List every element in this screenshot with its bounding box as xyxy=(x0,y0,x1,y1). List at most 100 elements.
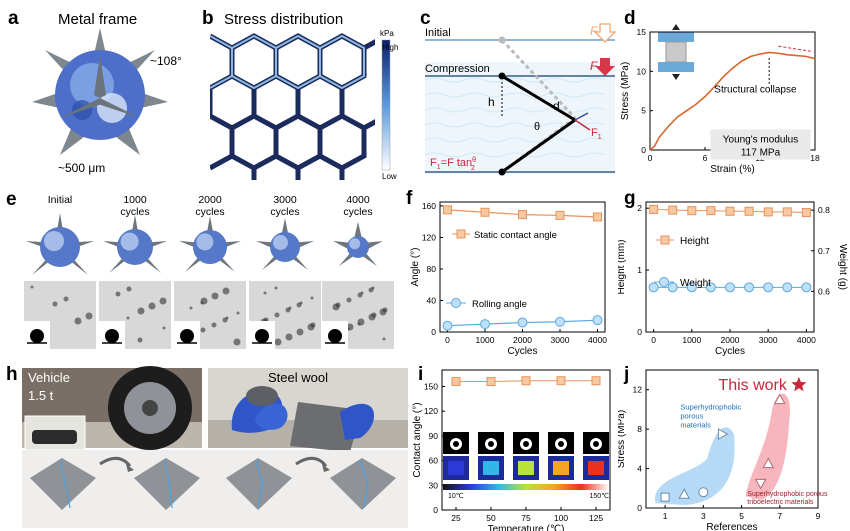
frame-highlight xyxy=(273,235,288,250)
y-tick-label: 15 xyxy=(637,27,647,37)
point-porous xyxy=(660,492,670,502)
x-tick-label: 6 xyxy=(703,153,708,163)
label-line: Superhydrophobic xyxy=(680,402,741,411)
strut-lower xyxy=(501,118,576,174)
defect xyxy=(162,326,166,330)
defect xyxy=(357,322,361,326)
water-droplet xyxy=(255,329,269,343)
data-point xyxy=(555,316,565,327)
y-tick-label: 5 xyxy=(641,106,646,116)
x-tick-label: 4000 xyxy=(797,335,816,345)
region-triboelectric xyxy=(745,393,790,501)
scale-high: 150℃ xyxy=(589,493,609,500)
height-point xyxy=(725,206,735,216)
panel-c-label: c xyxy=(420,8,431,29)
modulus-value: 117 MPa xyxy=(741,148,781,159)
region-porous xyxy=(655,427,735,506)
defect xyxy=(233,338,241,346)
stage-label: 2000 xyxy=(198,194,222,206)
stage-label: Initial xyxy=(48,194,73,206)
defect xyxy=(148,302,156,310)
x-tick-label: 50 xyxy=(486,513,496,523)
frame-render-4 xyxy=(333,222,383,266)
point-porous xyxy=(698,487,709,498)
height-point xyxy=(687,206,697,216)
x-tick-label: 0 xyxy=(651,335,656,345)
defect xyxy=(263,291,267,295)
height-point xyxy=(801,208,811,218)
x-tick-label: 1000 xyxy=(476,335,495,345)
plot-frame xyxy=(645,201,815,333)
steel-wool-label: Steel wool xyxy=(268,370,328,385)
panel-j-label: j xyxy=(623,364,629,385)
panel-f-label: f xyxy=(406,188,413,209)
thermal-colorbar xyxy=(443,484,609,490)
angle-label: ~108° xyxy=(150,54,182,68)
stage-label: 1000 xyxy=(123,194,147,206)
y-tick-label: 10 xyxy=(637,66,647,76)
defect xyxy=(310,296,314,300)
water-droplet xyxy=(180,329,194,343)
x-axis-label: Temperature (℃) xyxy=(488,524,565,531)
panel-d-label: d xyxy=(624,8,636,29)
y-tick-label: 60 xyxy=(429,456,439,466)
stage-label: 3000 xyxy=(273,194,297,206)
legend-height: Height xyxy=(680,236,709,247)
y-tick-label: 30 xyxy=(429,480,439,490)
plot-frame xyxy=(439,201,606,333)
strut-upper xyxy=(501,74,576,122)
label-line: materials xyxy=(680,420,711,429)
thermal-sample xyxy=(483,461,499,475)
stage-sublabel: cycles xyxy=(120,206,149,218)
height-point xyxy=(782,207,792,217)
legend-marker xyxy=(451,298,461,308)
panel-b-label: b xyxy=(202,8,214,29)
data-point xyxy=(555,210,565,220)
wave-pattern xyxy=(424,77,606,158)
colorbar-high: High xyxy=(382,43,398,52)
defect xyxy=(346,297,352,303)
height-point xyxy=(744,206,754,216)
y-tick-label: 0 xyxy=(641,145,646,155)
x-tick-label: 4000 xyxy=(588,335,607,345)
defect xyxy=(74,317,82,325)
defect xyxy=(307,323,315,331)
stage-sublabel: cycles xyxy=(270,206,299,218)
label-d: d xyxy=(553,99,560,113)
x-axis-label: References xyxy=(706,522,757,531)
weight-point xyxy=(744,282,755,293)
metal-frame-image xyxy=(32,28,168,155)
vehicle-mass: 1.5 t xyxy=(28,388,54,403)
label-initial: Initial xyxy=(425,27,451,39)
defect xyxy=(285,307,291,313)
weight-point xyxy=(667,282,678,293)
defect xyxy=(115,291,121,297)
data-point xyxy=(556,376,566,386)
defect xyxy=(382,337,386,341)
data-point xyxy=(591,376,601,386)
legend-marker xyxy=(660,235,670,245)
y-axis-label: Contact angle (°) xyxy=(412,402,423,477)
defect xyxy=(332,303,340,311)
frame-render-3 xyxy=(256,218,314,270)
defect xyxy=(357,292,363,298)
data-point xyxy=(442,320,453,331)
colorbar-low: Low xyxy=(382,172,397,181)
x-tick-label: 100 xyxy=(554,513,568,523)
y-tick-label: 0 xyxy=(433,505,438,515)
weight-point xyxy=(705,282,716,293)
data-point xyxy=(480,207,490,217)
height-point xyxy=(668,205,678,215)
sample-photos-after xyxy=(30,456,396,510)
defect xyxy=(285,333,293,341)
y-tick-label: 0 xyxy=(637,327,642,337)
y-tick-label: 1 xyxy=(637,265,642,275)
stress-colorbar xyxy=(381,39,391,171)
y-axis-label: Angle (°) xyxy=(410,247,421,286)
defect xyxy=(63,296,69,302)
defect xyxy=(274,338,282,346)
